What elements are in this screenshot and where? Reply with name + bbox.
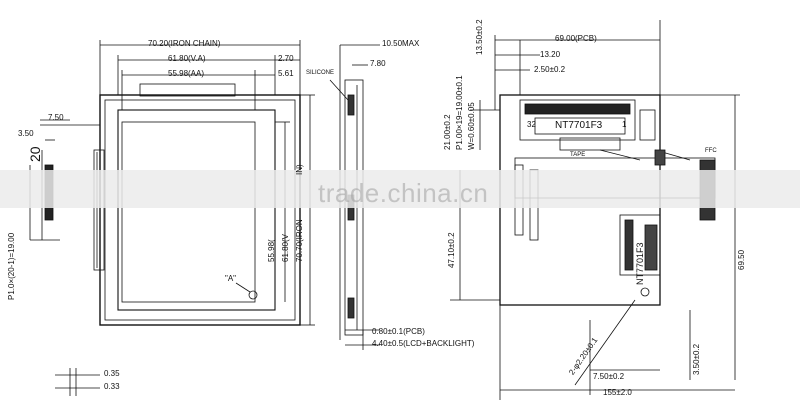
dim-2100: 21.00±0.2 [443,114,452,150]
pin-32-label: 32 [527,120,536,129]
dim-w: W=0.60±0.05 [467,102,476,150]
dim-750: 7.50 [48,113,64,122]
dim-270: 2.70 [278,54,294,63]
dim-pcb-thickness: 0.80±0.1(PCB) [372,327,425,336]
dim-250: 2.50±0.2 [534,65,566,74]
dim-350b: 3.50±0.2 [692,343,701,375]
front-view [29,40,315,396]
mark-a-label: "A" [225,274,237,283]
dim-va-height: 61.80(V [281,233,290,262]
dim-4710: 47.10±0.2 [447,232,456,268]
pin-pitch: P1.0×(20-1)=19.00 [7,232,16,300]
ic-label: NT7701F3 [555,120,603,131]
dim-in: IN) [295,164,304,175]
dim-6950: 69.50 [737,249,746,270]
dim-pcb-width: 69.00(PCB) [555,34,597,43]
dim-561: 5.61 [278,69,294,78]
pin-1-label: 1 [622,120,627,129]
watermark-band [0,170,800,208]
dim-pitch: P1.00×19=19.00±0.1 [455,75,464,150]
dim-lcd-backlight: 4.40±0.5(LCD+BACKLIGHT) [372,339,475,348]
dim-350: 3.50 [18,129,34,138]
dim-033: 0.33 [104,382,120,391]
dim-aa-height: 55.98( [267,239,276,262]
dim-max: 10.50MAX [382,39,420,48]
dim-1350: 13.50±0.2 [475,19,484,55]
dim-aa-width: 55.98(AA) [168,69,205,78]
dim-155: 155±2.0 [603,388,632,397]
tape-label: TAPE [570,152,586,158]
silicone-label: SILICONE [306,70,335,76]
dim-750b: 7.50±0.2 [593,372,625,381]
dim-va-width: 61.80(V.A) [168,54,206,63]
dim-chain-height: 70.70(IRON [295,219,304,262]
watermark-text: trade.china.cn [318,178,489,208]
ic-label-2: NT7701F3 [635,242,645,285]
dim-035: 0.35 [104,369,120,378]
dim-iron-chain: 70.20(IRON CHAIN) [148,39,221,48]
dim-1320: 13.20 [540,50,561,59]
dim-780: 7.80 [370,59,386,68]
pin-label: 20 [27,146,43,162]
ffc-label: FFC [705,148,717,154]
